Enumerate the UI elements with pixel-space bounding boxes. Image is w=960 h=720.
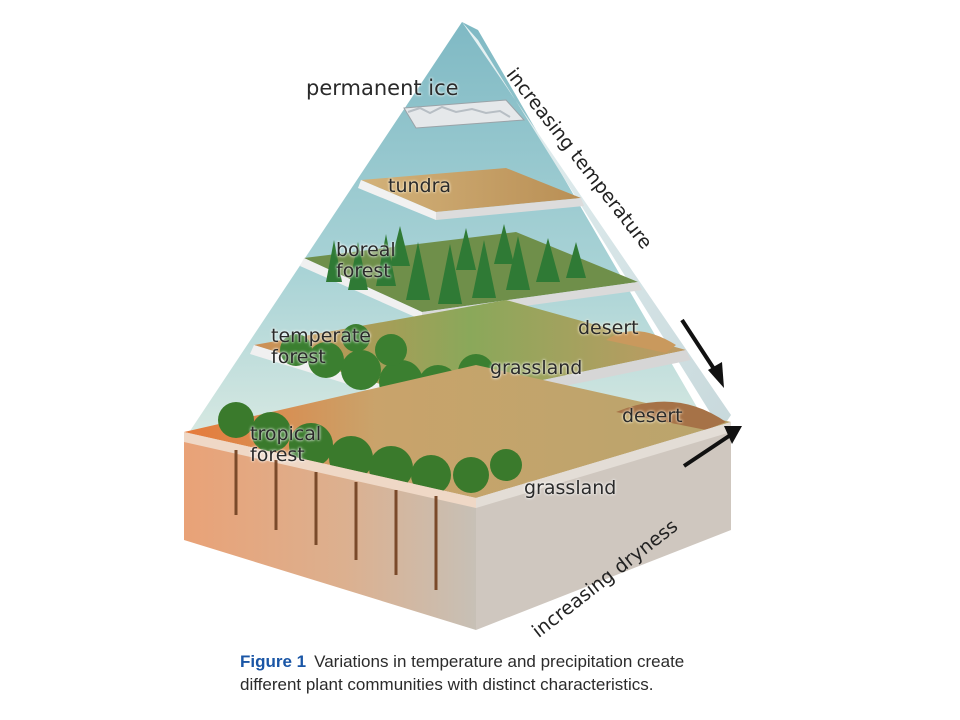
label-temperate-forest-line2: forest (271, 346, 326, 368)
label-desert-upper: desert (578, 317, 639, 339)
figure-number: Figure 1 (240, 652, 307, 671)
label-tropical-forest-line2: forest (250, 444, 305, 466)
label-tundra: tundra (388, 175, 452, 197)
dryness-arrow (682, 426, 742, 468)
label-tropical-forest: tropical forest (250, 424, 321, 466)
label-boreal-forest-line1: boreal (336, 239, 396, 261)
label-permanent-ice: permanent ice (306, 76, 459, 100)
caption-line-2: different plant communities with distinc… (240, 675, 654, 694)
caption-text-1: Variations in temperature and precipitat… (314, 652, 685, 671)
biome-pyramid-figure: permanent ice tundra boreal forest tempe… (176, 20, 776, 645)
label-desert-lower: desert (622, 405, 683, 427)
temperature-arrow (680, 318, 724, 388)
biome-pyramid-illustration (184, 22, 742, 630)
label-temperate-forest-line1: temperate (271, 325, 371, 347)
caption-line-1: Figure 1 Variations in temperature and pr… (240, 650, 800, 673)
label-temperate-forest: temperate forest (271, 326, 371, 368)
figure-caption: Figure 1 Variations in temperature and pr… (240, 650, 800, 696)
label-grassland-upper: grassland (490, 357, 583, 379)
label-tropical-forest-line1: tropical (250, 423, 322, 445)
label-boreal-forest: boreal forest (336, 240, 396, 282)
label-grassland-lower: grassland (524, 477, 617, 499)
label-boreal-forest-line2: forest (336, 260, 391, 282)
